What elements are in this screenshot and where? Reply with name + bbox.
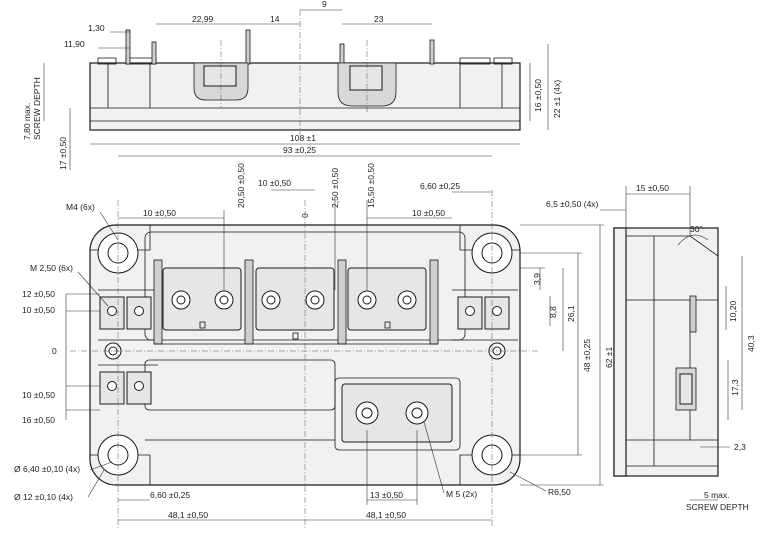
dim-48-1-right: 48,1 ±0,50 <box>366 510 406 520</box>
dim-30-deg: 30° <box>690 224 703 234</box>
dim-5-max: 5 max. <box>704 490 730 500</box>
dim-9: 9 <box>322 0 327 9</box>
dim-r6-50: R6,50 <box>548 487 571 497</box>
dim-15-50: 15,50 ±0,50 <box>366 163 376 208</box>
dim-6-5: 6,5 ±0,50 (4x) <box>546 199 599 209</box>
dim-17-3: 17,3 <box>730 379 740 396</box>
dim-2-3: 2,3 <box>734 442 746 452</box>
side-view-body <box>89 62 521 131</box>
pin <box>339 43 345 65</box>
bus-bar <box>244 259 254 345</box>
dim-10-a: 10 ±0,50 <box>143 208 176 218</box>
dim-phi-12: Ø 12 ±0,10 (4x) <box>14 492 73 502</box>
dim-13: 13 ±0,50 <box>370 490 403 500</box>
dim-23: 23 <box>374 14 384 24</box>
side-body <box>613 227 719 477</box>
dim-10-left-a: 10 ±0,50 <box>22 305 55 315</box>
dim-m4: M4 (6x) <box>66 202 95 212</box>
front-view: M4 (6x) 10 ±0,50 20,50 ±0,50 10 ±0,50 0 … <box>14 163 614 528</box>
dim-8-8: 8,8 <box>548 306 558 318</box>
aux-pin-block <box>99 371 152 405</box>
dim-7-80: 7,80 max. <box>22 103 32 140</box>
power-terminal <box>347 267 427 331</box>
dim-14: 14 <box>270 14 280 24</box>
side-view-right: 15 ±0,50 6,5 ±0,50 (4x) 30° 10,20 40,3 1… <box>546 183 756 512</box>
dim-0-left: 0 <box>52 346 57 356</box>
pin <box>151 41 157 65</box>
dim-108: 108 ±1 <box>290 133 316 143</box>
dim-11-90: 11,90 <box>64 39 85 49</box>
dim-22: 22 ±1 (4x) <box>552 80 562 118</box>
mounting-hole <box>97 232 139 274</box>
dim-screw-depth-right: SCREW DEPTH <box>686 502 749 512</box>
bus-bar <box>337 259 347 345</box>
power-terminal <box>255 267 335 340</box>
dim-26-1: 26,1 <box>566 305 576 322</box>
bus-bar <box>429 259 439 345</box>
dim-phi-6-40: Ø 6,40 ±0,10 (4x) <box>14 464 80 474</box>
dim-screw-depth-left: SCREW DEPTH <box>32 77 42 140</box>
dim-20-50: 20,50 ±0,50 <box>236 163 246 208</box>
dim-12: 12 ±0,50 <box>22 289 55 299</box>
dim-3-9: 3,9 <box>532 273 542 285</box>
bus-bar <box>153 259 163 345</box>
dim-17: 17 ±0,50 <box>58 137 68 170</box>
dim-10-left-b: 10 ±0,50 <box>22 390 55 400</box>
dim-16-left: 16 ±0,50 <box>22 415 55 425</box>
dim-15: 15 ±0,50 <box>636 183 669 193</box>
dim-40-3: 40,3 <box>746 335 756 352</box>
dim-48: 48 ±0,25 <box>582 339 592 372</box>
dim-10-b: 10 ±0,50 <box>258 178 291 188</box>
dim-m5: M 5 (2x) <box>446 489 477 499</box>
dim-22-99: 22,99 <box>192 14 214 24</box>
power-terminal-bottom <box>341 383 453 443</box>
side-view-top: 1,30 11,90 22,99 14 9 23 16 ±0,50 22 ±1 … <box>22 0 562 170</box>
aux-pin-block <box>99 296 152 330</box>
pin <box>429 39 435 65</box>
power-terminal <box>162 267 242 331</box>
pin <box>245 29 251 65</box>
aux-pin-block <box>457 296 510 330</box>
dim-48-1-left: 48,1 ±0,50 <box>168 510 208 520</box>
dim-10-20: 10,20 <box>728 300 738 322</box>
dim-1-30: 1,30 <box>88 23 105 33</box>
dim-10-c: 10 ±0,50 <box>412 208 445 218</box>
dim-16: 16 ±0,50 <box>533 79 543 112</box>
dim-93: 93 ±0,25 <box>283 145 316 155</box>
dim-2-50: 2,50 ±0,50 <box>330 168 340 208</box>
dim-6-60-bottom: 6,60 ±0,25 <box>150 490 190 500</box>
pin <box>125 29 131 65</box>
side-pin <box>689 295 697 333</box>
dim-0-top: 0 <box>300 213 310 218</box>
dim-62: 62 ±1 <box>604 347 614 368</box>
dim-6-60-top: 6,60 ±0,25 <box>420 181 460 191</box>
dim-m2-50: M 2,50 (6x) <box>30 263 73 273</box>
